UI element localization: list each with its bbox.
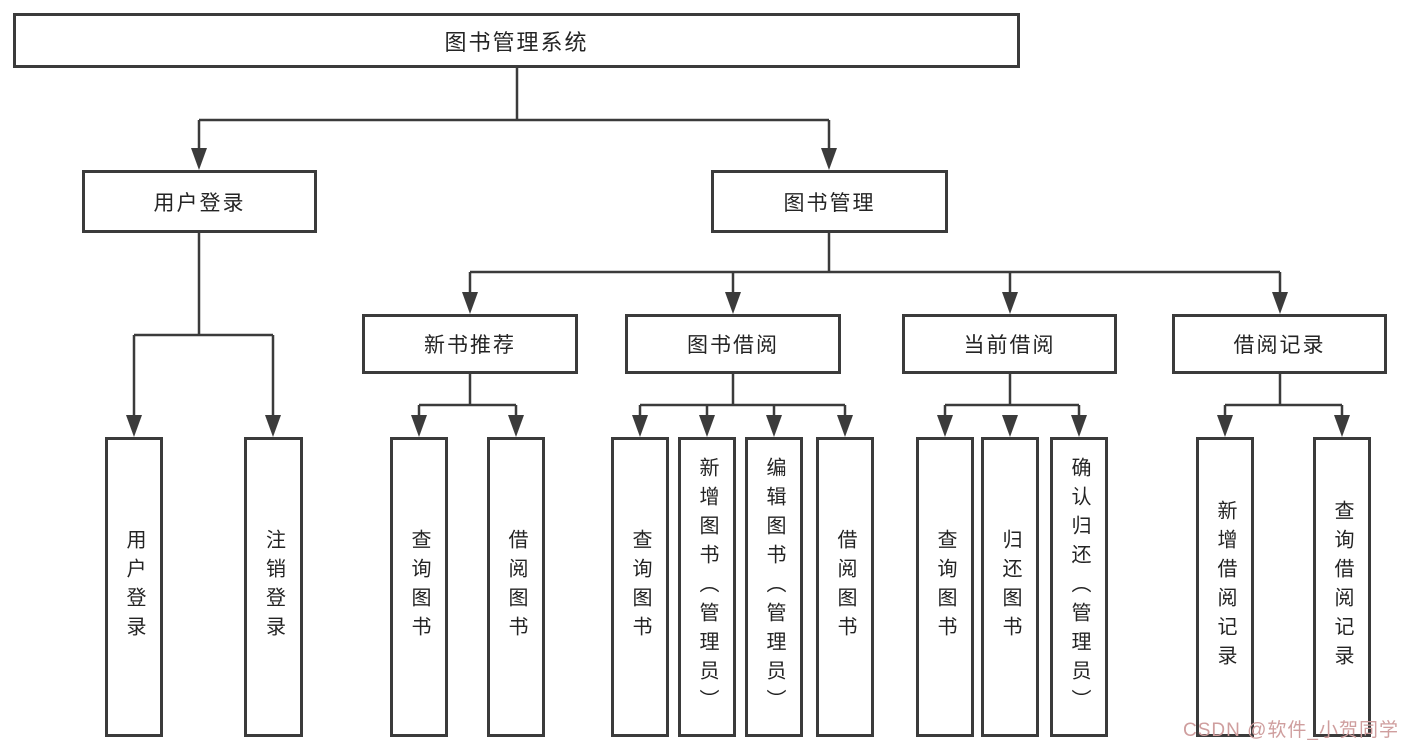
leaf-query-books-1: 查询图书 [390, 437, 448, 737]
node-book-management-label: 图书管理 [783, 191, 876, 215]
node-user-login: 用户登录 [82, 170, 317, 233]
leaf-confirm-return-admin-label: 确认归还（管理员） [1068, 456, 1090, 718]
leaf-add-book-admin-label: 新增图书（管理员） [696, 456, 718, 718]
leaf-query-books-2: 查询图书 [611, 437, 669, 737]
leaf-query-borrow-record-label: 查询借阅记录 [1331, 500, 1353, 674]
leaf-user-login-label: 用户登录 [123, 529, 145, 645]
leaf-query-borrow-record: 查询借阅记录 [1313, 437, 1371, 737]
leaf-edit-book-admin-label: 编辑图书（管理员） [763, 456, 785, 718]
node-current-borrow-label: 当前借阅 [963, 334, 1056, 357]
leaf-query-books-3-label: 查询图书 [934, 529, 956, 645]
leaf-query-books-2-label: 查询图书 [629, 529, 651, 645]
node-borrow-records: 借阅记录 [1172, 314, 1387, 374]
node-user-login-label: 用户登录 [153, 191, 246, 215]
leaf-return-book: 归还图书 [981, 437, 1039, 737]
csdn-watermark: CSDN @软件_小贺同学 [1183, 720, 1399, 741]
leaf-return-book-label: 归还图书 [999, 529, 1021, 645]
leaf-borrow-books-1-label: 借阅图书 [505, 529, 527, 645]
leaf-borrow-books-2-label: 借阅图书 [834, 529, 856, 645]
leaf-user-login: 用户登录 [105, 437, 163, 737]
node-book-management: 图书管理 [711, 170, 948, 233]
leaf-query-books-3: 查询图书 [916, 437, 974, 737]
leaf-borrow-books-1: 借阅图书 [487, 437, 545, 737]
leaf-edit-book-admin: 编辑图书（管理员） [745, 437, 803, 737]
leaf-query-books-1-label: 查询图书 [408, 529, 430, 645]
leaf-confirm-return-admin: 确认归还（管理员） [1050, 437, 1108, 737]
node-book-borrow-label: 图书借阅 [687, 334, 779, 357]
node-new-book-recommend: 新书推荐 [362, 314, 578, 374]
leaf-logout-label: 注销登录 [262, 529, 285, 645]
leaf-add-borrow-record: 新增借阅记录 [1196, 437, 1254, 737]
node-root: 图书管理系统 [13, 13, 1020, 68]
node-borrow-records-label: 借阅记录 [1233, 334, 1326, 357]
node-root-label: 图书管理系统 [444, 29, 589, 55]
leaf-logout: 注销登录 [244, 437, 303, 737]
leaf-add-book-admin: 新增图书（管理员） [678, 437, 736, 737]
node-new-book-recommend-label: 新书推荐 [424, 334, 516, 357]
leaf-add-borrow-record-label: 新增借阅记录 [1214, 500, 1236, 674]
node-current-borrow: 当前借阅 [902, 314, 1117, 374]
leaf-borrow-books-2: 借阅图书 [816, 437, 874, 737]
node-book-borrow: 图书借阅 [625, 314, 841, 374]
